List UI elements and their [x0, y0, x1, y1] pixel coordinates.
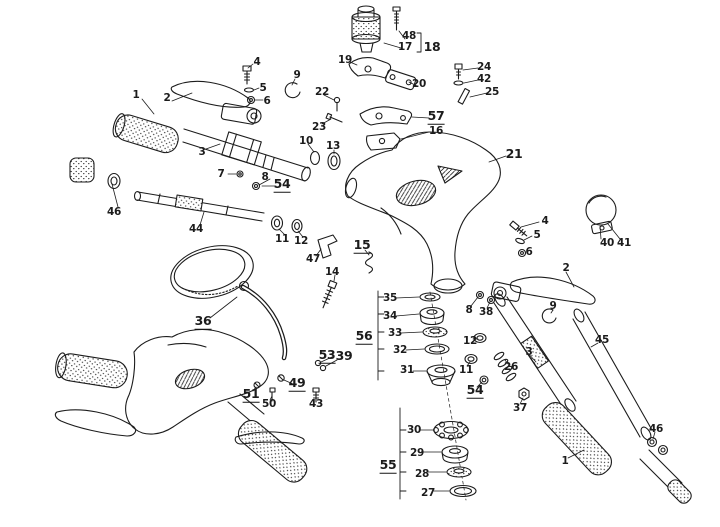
right-lever-group: [490, 220, 596, 324]
screw-23: [325, 112, 343, 123]
group-brackets: [325, 32, 422, 500]
spring-26: [493, 351, 517, 382]
headset-body-21: [344, 131, 501, 294]
small-rings-left: [236, 150, 341, 234]
left-lever-group: [170, 65, 343, 125]
spring-15: [364, 251, 374, 274]
right-fork-group: [493, 293, 692, 504]
bearing-stack-group: [419, 291, 477, 501]
lamp-housing-40-41: [585, 194, 617, 235]
screw-22: [333, 96, 341, 112]
right-washers-rings: [464, 290, 530, 401]
washer-5-left: [243, 87, 255, 93]
nut-6-left: [246, 95, 256, 105]
left-grip-group: [112, 113, 179, 154]
mirror-group: [170, 245, 288, 361]
reservoir-group: [348, 5, 471, 105]
rod-44: [133, 190, 265, 222]
screw-24-42-25: [453, 63, 471, 105]
small-parts-lower-left: [253, 359, 327, 403]
bracket-57: [359, 106, 413, 126]
bracket-47: [317, 234, 338, 259]
bolt-48: [392, 6, 401, 31]
lower-left-handlebar-group: [54, 328, 327, 483]
bushing-46-left: [69, 157, 121, 190]
bracket-16: [365, 132, 401, 151]
bolt-14: [321, 279, 338, 309]
leader-lines: [111, 30, 656, 492]
c-clip-9-left: [284, 82, 301, 99]
clamp-strap-19: [348, 57, 392, 79]
screw-4-left: [242, 65, 252, 85]
handlebar-tube-group: [182, 128, 311, 182]
plate-20: [385, 69, 417, 91]
